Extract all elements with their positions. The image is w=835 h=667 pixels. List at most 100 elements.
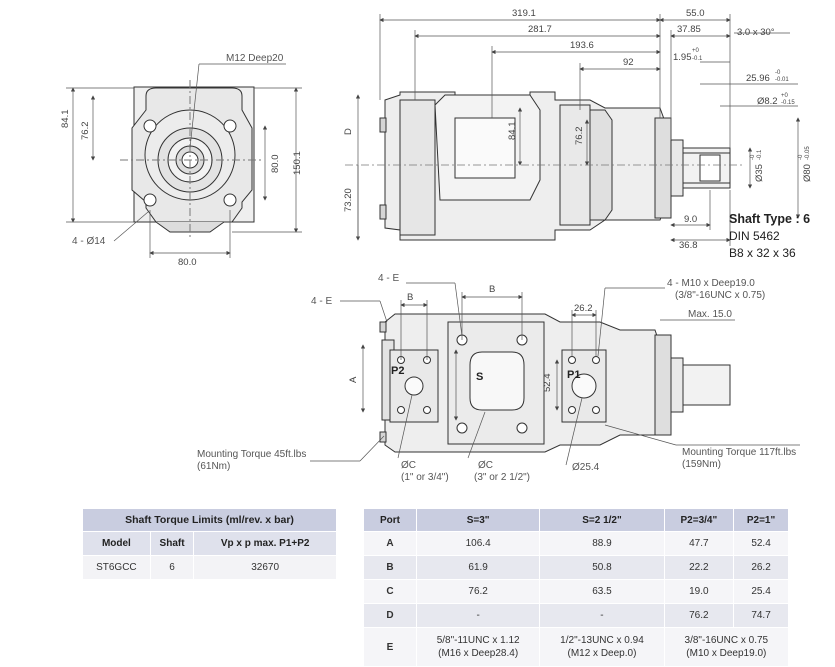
dim-36-8: 36.8	[679, 240, 698, 251]
table-cell: 3/8"-16UNC x 0.75 (M10 x Deep19.0)	[663, 627, 790, 667]
torque-cell-shaft: 6	[149, 555, 195, 580]
dim-d-side: D	[343, 128, 354, 135]
dim-80-0-vertical: 80.0	[270, 155, 281, 174]
table-row: ST6GCC 6 32670	[82, 555, 337, 580]
shaft-info: Shaft Type : 6 DIN 5462 B8 x 32 x 36	[729, 211, 810, 262]
left-mount-holes-label: 4 - E	[311, 296, 332, 307]
dim-1-95-tol-dn: -0.1	[692, 56, 703, 62]
table-row: D - - 76.2 74.7	[363, 603, 789, 628]
dim-55-0: 55.0	[686, 8, 705, 19]
row-label: E	[363, 627, 417, 667]
side-view	[345, 91, 745, 241]
dim-73-20: 73.20	[343, 188, 354, 212]
front-holes-label: 4 - Ø14	[72, 236, 106, 247]
dim-80-shaft-tol-dn: -0.05	[805, 146, 811, 160]
table-cell: 26.2	[733, 555, 789, 580]
dim-84-1-side: 84.1	[507, 122, 518, 141]
torque-header-model: Model	[82, 531, 151, 556]
torque-left-label: Mounting Torque 45ft.lbs	[197, 449, 306, 460]
table-row: E 5/8"-11UNC x 1.12 (M16 x Deep28.4) 1/2"…	[363, 627, 790, 667]
cell-line: (M16 x Deep28.4)	[438, 648, 519, 659]
table-cell: 61.9	[415, 555, 541, 580]
side-holes-label: 4 - M10 x Deep19.0	[667, 278, 755, 289]
dim-1-95: 1.95	[673, 52, 692, 63]
dim-80-shaft-tol-up: -0	[798, 154, 804, 160]
side-dimensions	[355, 14, 801, 246]
table-cell: 50.8	[539, 555, 665, 580]
port-p2-label: P2	[391, 365, 404, 377]
table-cell: 76.2	[415, 579, 541, 604]
dim-8-2-tol-up: +0	[781, 93, 789, 99]
bottom-view	[379, 313, 731, 453]
dim-25-96-tol-dn: -0.01	[775, 77, 789, 83]
dim-35: Ø35	[754, 164, 765, 182]
cell-line: 1/2"-13UNC x 0.94	[560, 635, 644, 646]
torque-header-vp: Vp x p max. P1+P2	[193, 531, 337, 556]
side-holes-unc-label: (3/8"-16UNC x 0.75)	[675, 290, 765, 301]
dim-35-tol-dn: -0.1	[757, 149, 763, 160]
torque-header-shaft: Shaft	[149, 531, 195, 556]
oc-left-sub: (1" or 3/4")	[401, 472, 449, 483]
port-s-label: S	[476, 371, 483, 383]
dim-26-2: 26.2	[574, 303, 593, 314]
dim-35-tol-up: -0	[750, 154, 756, 160]
dim-80-0-horizontal: 80.0	[178, 257, 197, 268]
table-cell: 19.0	[663, 579, 735, 604]
dim-1-95-tol-up: +0	[692, 48, 700, 54]
torque-left-nm: (61Nm)	[197, 461, 230, 472]
oc-mid-sub: (3" or 2 1/2")	[474, 472, 530, 483]
port-p1-label: P1	[567, 369, 580, 381]
table-cell: 106.4	[415, 531, 541, 556]
row-label: C	[363, 579, 417, 604]
table-cell: 47.7	[663, 531, 735, 556]
front-thread-label: M12 Deep20	[226, 53, 284, 64]
torque-cell-vp: 32670	[193, 555, 337, 580]
table-cell: 25.4	[733, 579, 789, 604]
dim-25-96: 25.96	[746, 73, 770, 84]
table-cell: -	[415, 603, 541, 628]
torque-right-label: Mounting Torque 117ft.lbs	[682, 447, 796, 458]
cell-line: 5/8"-11UNC x 1.12	[436, 635, 520, 646]
dim-92: 92	[623, 57, 634, 68]
dim-150-1: 150.1	[292, 151, 303, 175]
front-dimensions	[66, 63, 302, 258]
cell-line: (M10 x Deep19.0)	[686, 648, 767, 659]
table-cell: 1/2"-13UNC x 0.94 (M12 x Deep.0)	[539, 627, 665, 667]
cell-line: 3/8"-16UNC x 0.75	[684, 635, 769, 646]
table-cell: -	[539, 603, 665, 628]
port-header-p2-34: P2=3/4"	[663, 508, 735, 532]
port-header-port: Port	[363, 508, 417, 532]
oc-mid-label: ØC	[478, 460, 493, 471]
pump-drawing: 84.1 76.2 80.0 150.1 80.0 M12 Deep20 4 -…	[60, 8, 813, 483]
bore-right-label: Ø25.4	[572, 462, 600, 473]
table-row: B 61.9 50.8 22.2 26.2	[363, 555, 789, 580]
dim-25-96-tol-up: -0	[775, 70, 781, 76]
shaft-type: Shaft Type : 6	[729, 212, 811, 226]
torque-right-nm: (159Nm)	[682, 459, 721, 470]
torque-cell-model: ST6GCC	[82, 555, 151, 580]
cell-line: (M12 x Deep.0)	[567, 648, 637, 659]
table-cell: 22.2	[663, 555, 735, 580]
row-label: D	[363, 603, 417, 628]
table-cell: 63.5	[539, 579, 665, 604]
oc-left-label: ØC	[401, 460, 416, 471]
dim-8-2: Ø8.2	[757, 96, 778, 107]
dim-80-shaft: Ø80	[802, 164, 813, 182]
dim-76-2-side: 76.2	[574, 127, 585, 146]
dim-9-0: 9.0	[684, 214, 697, 225]
port-header-s3: S=3"	[415, 508, 541, 532]
table-cell: 52.4	[733, 531, 789, 556]
table-cell: 5/8"-11UNC x 1.12 (M16 x Deep28.4)	[415, 627, 541, 667]
dim-b-mid: B	[489, 284, 495, 295]
dim-319-1: 319.1	[512, 8, 536, 19]
front-view	[120, 80, 262, 240]
row-label: A	[363, 531, 417, 556]
dim-a: A	[348, 376, 359, 383]
port-header-s25: S=2 1/2"	[539, 508, 665, 532]
bottom-dimensions	[310, 282, 800, 466]
torque-table-caption: Shaft Torque Limits (ml/rev. x bar)	[82, 508, 337, 532]
max-depth-label: Max. 15.0	[688, 309, 732, 320]
table-row: A 106.4 88.9 47.7 52.4	[363, 531, 789, 556]
dim-76-2-front: 76.2	[80, 122, 91, 141]
dim-8-2-tol-dn: -0.15	[781, 100, 795, 106]
